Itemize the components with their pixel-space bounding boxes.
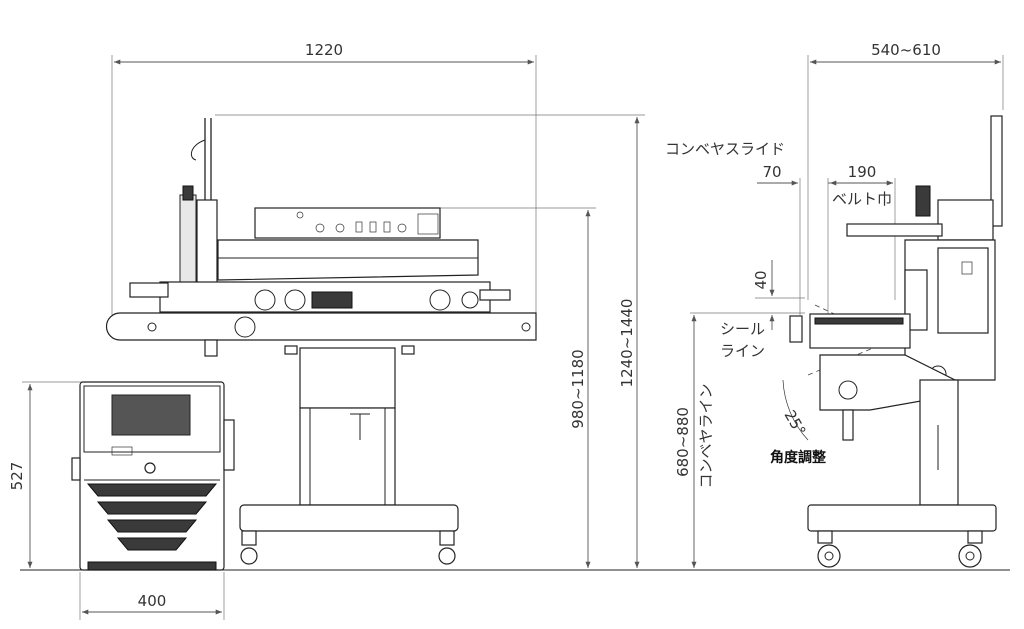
dimension-seal-offset: 40 — [690, 260, 805, 330]
printer-height-label: 527 — [8, 462, 26, 491]
dimension-conveyor-height: 980~1180 — [440, 207, 596, 568]
seal-offset-value: 40 — [752, 270, 770, 289]
belt-width-value: 190 — [848, 163, 877, 181]
dimension-total-height: 1240~1440 — [215, 114, 645, 568]
conveyor-slide-label: コンベヤスライド — [665, 140, 785, 158]
dimension-printer-width: 400 — [79, 572, 225, 620]
seal-line-label-2: ライン — [720, 342, 765, 360]
conveyor-slide-value: 70 — [762, 163, 781, 181]
seal-line-label-1: シール — [720, 320, 765, 338]
dimension-depth: 540~610 — [807, 41, 1004, 300]
conveyor-line-label: コンベヤライン — [697, 383, 715, 488]
conveyor-height-label: 980~1180 — [569, 349, 587, 428]
band-sealer-front — [105, 118, 537, 565]
band-sealer-side — [789, 115, 1003, 568]
tilt-angle-label: 25° — [781, 407, 810, 439]
total-width-label: 1220 — [305, 41, 343, 59]
inkjet-printer — [71, 381, 235, 571]
belt-width-label: ベルト巾 — [832, 190, 892, 208]
depth-label: 540~610 — [871, 41, 941, 59]
dimension-belt-width: 190 ベルト巾 — [830, 163, 896, 300]
conveyor-line-height: 680~880 — [674, 407, 692, 477]
printer-screen — [111, 394, 191, 436]
dimension-total-width: 1220 — [111, 41, 537, 315]
total-height-label: 1240~1440 — [618, 299, 636, 388]
dimension-conveyor-line: 680~880 コンベヤライン — [674, 315, 715, 568]
dimension-conveyor-slide: 70 — [757, 163, 838, 315]
angle-adjust-label: 角度調整 — [770, 449, 827, 466]
printer-width-label: 400 — [138, 592, 167, 610]
